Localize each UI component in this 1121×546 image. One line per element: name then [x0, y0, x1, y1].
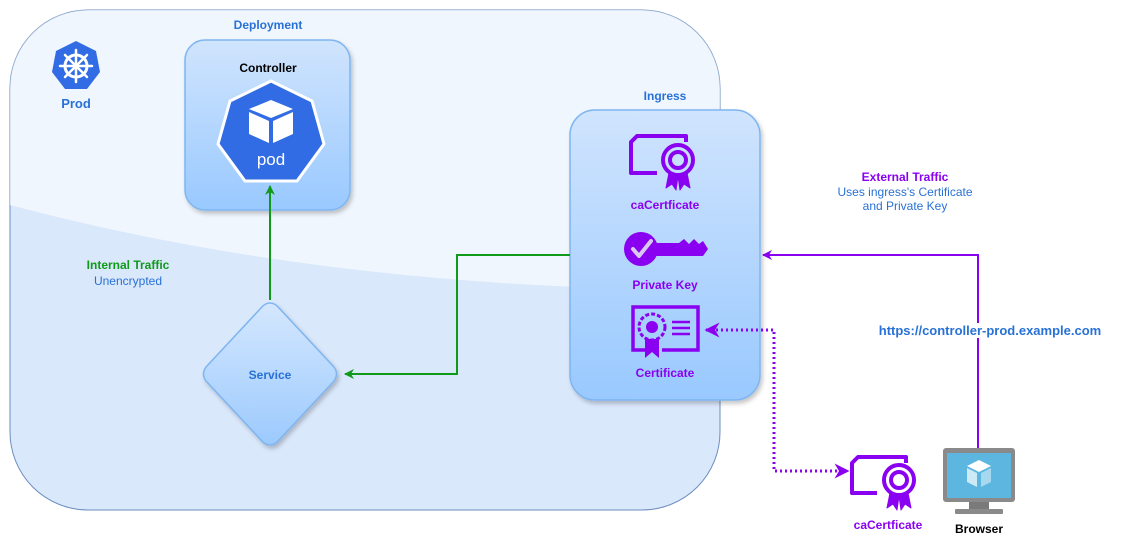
- internal-traffic-title: Internal Traffic: [86, 258, 170, 272]
- internal-traffic-subtitle: Unencrypted: [93, 274, 163, 288]
- ingress-certificate-label: Certificate: [635, 366, 695, 380]
- browser-ingress-connector: [762, 250, 979, 448]
- kubernetes-helm-icon: [52, 41, 100, 89]
- browser-monitor-icon[interactable]: [943, 448, 1015, 514]
- ingress-service-connector: [344, 254, 570, 379]
- service-node[interactable]: [202, 302, 338, 446]
- client-ca-certificate-icon: [850, 455, 916, 511]
- deployment-group-label: Deployment: [233, 18, 303, 32]
- certificate-trust-connector: [704, 322, 850, 479]
- client-ca-certificate-label: caCertficate: [853, 518, 923, 532]
- namespace-label: Prod: [61, 96, 91, 111]
- service-label: Service: [248, 368, 292, 382]
- ca-certificate-icon: [629, 134, 695, 191]
- pod-label: pod: [256, 150, 286, 169]
- certificate-icon: [631, 305, 700, 358]
- pod-cube-icon: [216, 79, 326, 183]
- external-traffic-subtitle-1: Uses ingress's Certificate: [837, 185, 973, 199]
- ingress-group-label: Ingress: [643, 89, 687, 103]
- external-url-label[interactable]: https://controller-prod.example.com: [870, 323, 1110, 338]
- external-traffic-title: External Traffic: [861, 170, 949, 184]
- external-traffic-subtitle-2: and Private Key: [862, 199, 948, 213]
- ingress-ca-certificate-label: caCertficate: [630, 198, 700, 212]
- ingress-private-key-label: Private Key: [632, 278, 698, 292]
- private-key-icon: [624, 232, 708, 266]
- controller-title: Controller: [239, 61, 297, 75]
- browser-label: Browser: [954, 522, 1004, 536]
